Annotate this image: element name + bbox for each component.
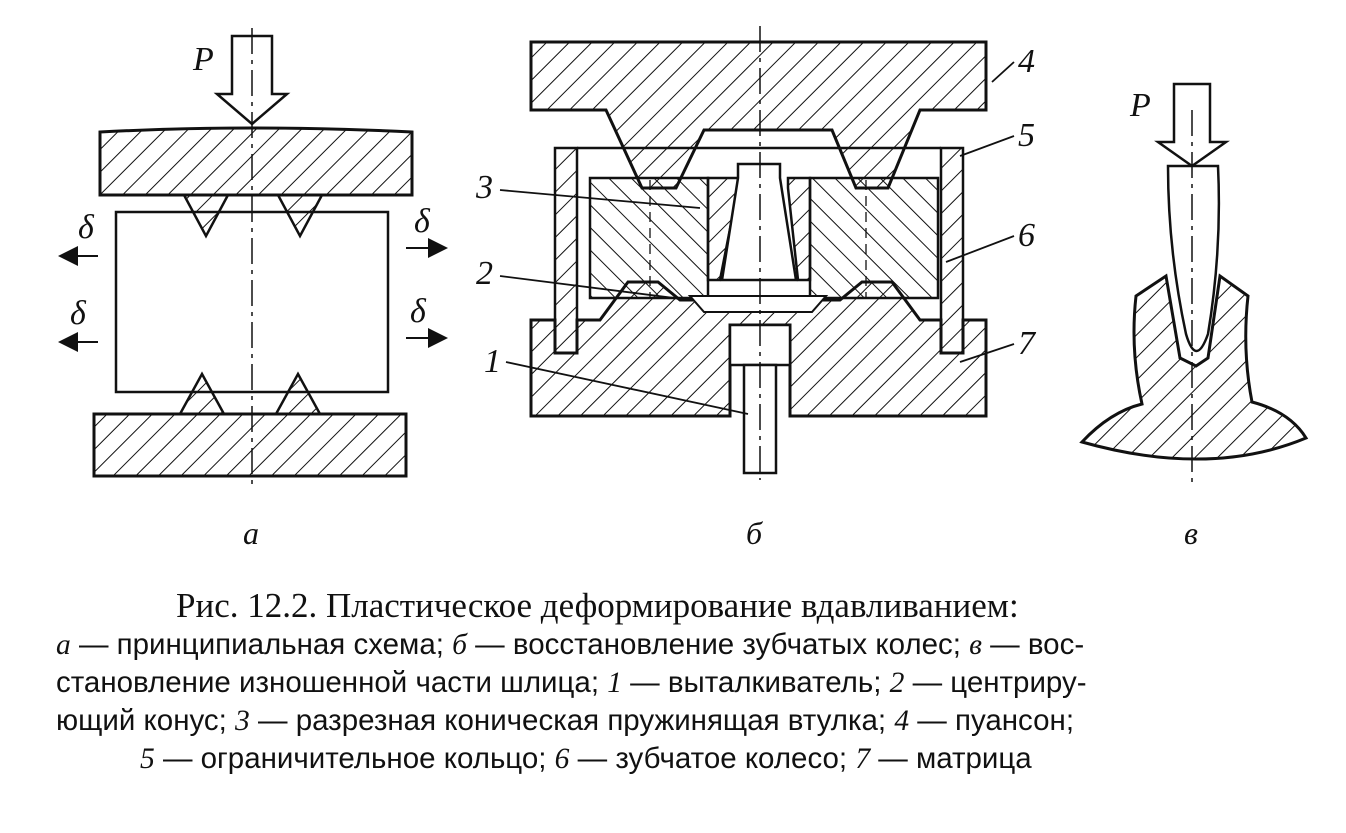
- part-number-3: 3: [475, 169, 493, 206]
- caption-segment: — принципиальная схема;: [70, 628, 453, 661]
- caption-segment: — восстановление зубчатых колес;: [466, 628, 970, 661]
- caption-segment: — зубчатое колесо;: [569, 742, 856, 775]
- lower-tooth-right: [273, 371, 323, 416]
- part-number-4: 4: [1018, 43, 1035, 80]
- part-number-2: 2: [476, 255, 493, 292]
- part-number-1: 1: [484, 343, 501, 380]
- upper-plate-a: [98, 126, 414, 197]
- upper-tooth-right: [275, 193, 325, 239]
- caption-segment: — матрица: [870, 742, 1032, 775]
- caption-line-1: а — принципиальная схема; б — восстановл…: [56, 626, 1320, 664]
- sublabel-a: а: [243, 515, 259, 551]
- caption-line-4: 5 — ограничительное кольцо; 6 — зубчатое…: [140, 740, 1320, 778]
- caption-segment: — разрезная коническая пружинящая втулка…: [249, 704, 895, 737]
- lower-tooth-left: [177, 371, 227, 416]
- subfigure-a: P δ δ δ δ а: [58, 28, 448, 551]
- caption-segment: — центриру-: [904, 666, 1087, 699]
- lower-plate-a: [92, 412, 408, 478]
- delta-label-tl: δ: [78, 209, 95, 246]
- caption-segment: 1: [607, 667, 622, 699]
- delta-label-br: δ: [410, 293, 427, 330]
- part-number-5: 5: [1018, 117, 1035, 154]
- sublabel-b: б: [746, 515, 763, 551]
- shaft-body-v: [1079, 273, 1309, 461]
- gear-6-right: [808, 176, 940, 300]
- caption-segment: 5: [140, 743, 155, 775]
- wedge-tool-v: [1166, 164, 1221, 353]
- force-label-v: P: [1129, 87, 1151, 124]
- cone-2: [720, 162, 798, 282]
- subfigure-b: 4 5 6 7 3 2 1 б: [475, 26, 1037, 551]
- figure-diagram: P δ δ δ δ а: [58, 26, 1309, 551]
- caption-segment: становление изношенной части шлица;: [56, 666, 608, 699]
- caption-segment: 2: [889, 667, 905, 699]
- caption-segment: 7: [855, 743, 871, 775]
- part-number-6: 6: [1018, 217, 1035, 254]
- punch-4: [529, 40, 988, 190]
- delta-label-tr: δ: [414, 203, 431, 240]
- caption-segment: 6: [554, 743, 570, 775]
- caption-segment: — вос-: [981, 628, 1085, 661]
- part-number-7: 7: [1018, 325, 1037, 362]
- sublabel-v: в: [1184, 515, 1198, 551]
- caption-segment: б: [452, 629, 467, 661]
- delta-label-bl: δ: [70, 295, 87, 332]
- caption-segment: 3: [235, 705, 250, 737]
- caption-segment: — пуансон;: [909, 704, 1075, 737]
- upper-tooth-left: [181, 193, 231, 239]
- caption-segment: 4: [894, 705, 910, 737]
- bushing-3-right: [786, 176, 812, 282]
- gear-6-left: [588, 176, 710, 300]
- caption-line-3: ющий конус; 3 — разрезная коническая пру…: [56, 702, 1320, 740]
- caption-segment: в: [969, 629, 982, 661]
- force-label-a: P: [192, 41, 214, 78]
- figure-caption: Рис. 12.2. Пластическое деформирование в…: [56, 586, 1320, 778]
- caption-line-2: становление изношенной части шлица; 1 — …: [56, 664, 1320, 702]
- caption-title: Рис. 12.2. Пластическое деформирование в…: [176, 586, 1019, 625]
- caption-segment: а: [56, 629, 71, 661]
- ring-5-right: [939, 146, 965, 355]
- caption-segment: — ограничительное кольцо;: [154, 742, 555, 775]
- ring-5-left: [553, 146, 579, 355]
- subfigure-v: P в: [1079, 82, 1309, 551]
- caption-segment: ющий конус;: [56, 704, 236, 737]
- caption-segment: — выталкиватель;: [621, 666, 890, 699]
